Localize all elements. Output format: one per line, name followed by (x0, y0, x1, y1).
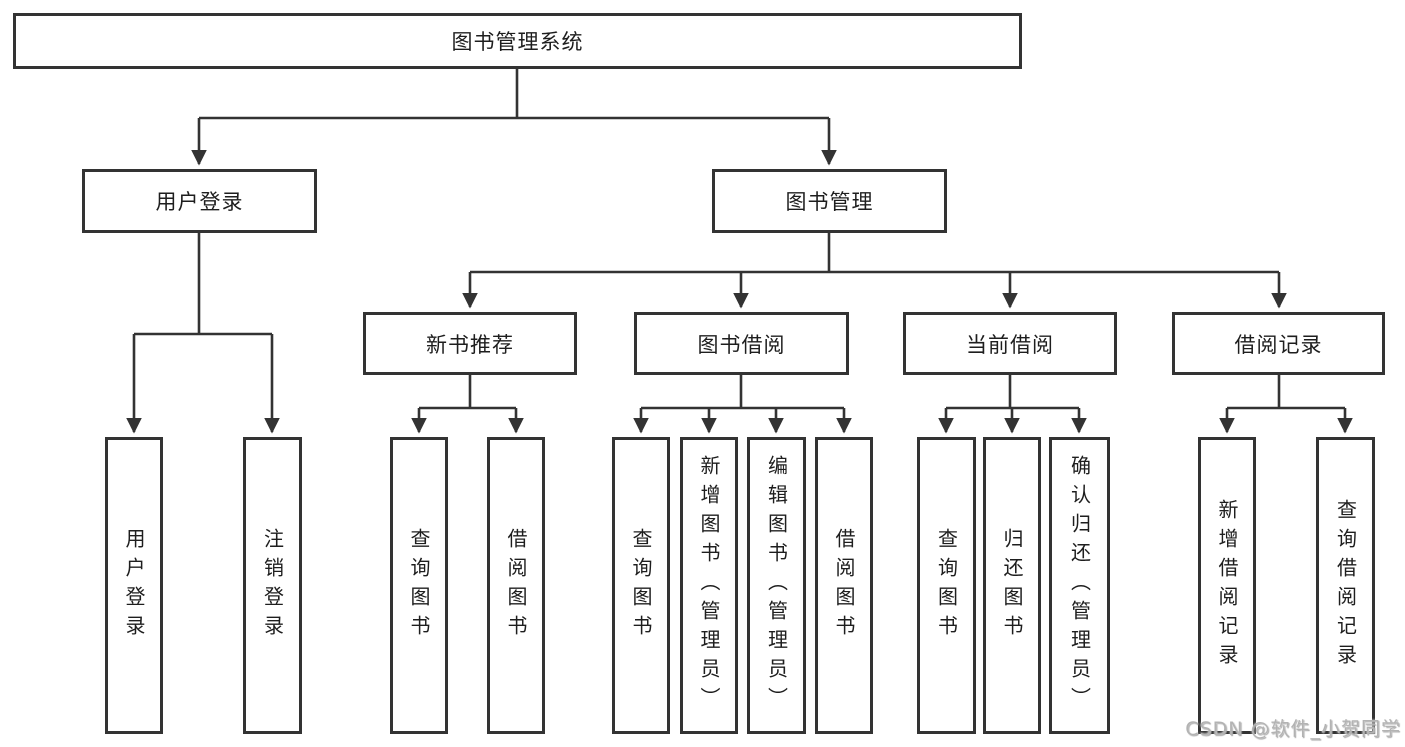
edge-book-borrowing-to-leaves (633, 375, 852, 434)
leaf-return-books: 归还图书 (983, 437, 1041, 734)
node-borrowing-records: 借阅记录 (1172, 312, 1385, 375)
node-current-borrowing: 当前借阅 (903, 312, 1117, 375)
leaf-label: 编辑图书（管理员） (764, 455, 789, 716)
edge-borrowing-records-to-leaves (1219, 375, 1353, 434)
edge-user-login-to-leaves (126, 233, 280, 434)
node-library-management-system: 图书管理系统 (13, 13, 1022, 69)
node-label: 当前借阅 (966, 332, 1054, 357)
edge-book-management-to-level3 (462, 233, 1287, 309)
leaf-label: 确认归还（管理员） (1067, 455, 1092, 716)
leaf-query-books-recommend: 查询图书 (390, 437, 448, 734)
node-label: 用户登录 (155, 190, 244, 214)
leaf-borrow-books-recommend: 借阅图书 (487, 437, 545, 734)
node-label: 图书管理 (785, 190, 874, 214)
leaf-label: 查询图书 (407, 527, 431, 644)
node-label: 图书借阅 (697, 332, 786, 357)
leaf-add-borrow-record: 新增借阅记录 (1198, 437, 1256, 734)
leaf-label: 借阅图书 (832, 527, 856, 644)
node-label: 借阅记录 (1234, 332, 1323, 357)
leaf-add-book-admin: 新增图书（管理员） (680, 437, 738, 734)
leaf-logout: 注销登录 (243, 437, 302, 734)
leaf-query-books-borrowing: 查询图书 (612, 437, 670, 734)
node-book-borrowing: 图书借阅 (634, 312, 849, 375)
leaf-borrow-books-borrowing: 借阅图书 (815, 437, 873, 734)
edge-root-to-level2 (191, 69, 837, 166)
leaf-confirm-return-admin: 确认归还（管理员） (1049, 437, 1110, 734)
leaf-edit-book-admin: 编辑图书（管理员） (747, 437, 806, 734)
leaf-query-books-current: 查询图书 (917, 437, 976, 734)
leaf-label: 查询图书 (934, 527, 959, 644)
leaf-label: 新增借阅记录 (1215, 498, 1239, 673)
leaf-label: 归还图书 (1000, 527, 1024, 644)
node-new-book-recommendation: 新书推荐 (363, 312, 577, 375)
node-user-login: 用户登录 (82, 169, 317, 233)
node-label: 图书管理系统 (451, 30, 584, 54)
leaf-label: 新增图书（管理员） (697, 455, 721, 716)
node-book-management: 图书管理 (712, 169, 947, 233)
leaf-user-login: 用户登录 (105, 437, 163, 734)
edge-current-borrowing-to-leaves (938, 375, 1087, 434)
edge-new-book-recommendation-to-leaves (411, 375, 524, 434)
leaf-label: 查询图书 (629, 527, 653, 644)
leaf-label: 注销登录 (260, 527, 285, 644)
node-label: 新书推荐 (426, 332, 514, 357)
leaf-label: 用户登录 (122, 527, 146, 644)
leaf-label: 查询借阅记录 (1333, 498, 1358, 673)
leaf-query-borrow-record: 查询借阅记录 (1316, 437, 1375, 734)
leaf-label: 借阅图书 (504, 527, 528, 644)
